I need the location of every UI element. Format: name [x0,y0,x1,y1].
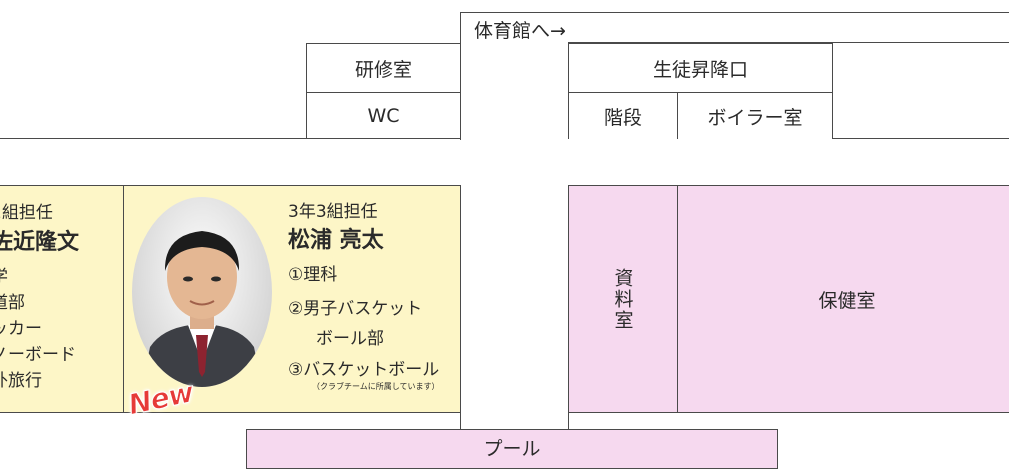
lower-corridor-right-stub [568,412,570,430]
pool-label: プール [483,438,541,460]
student-entrance-label: 生徒昇降口 [652,58,748,81]
teacher-right-note: （クラブチームに所属しています） [312,382,440,391]
teacher-left-role: 2組担任 [0,203,53,223]
teacher-right-name: 松浦 亮太 [288,228,384,253]
student-entrance: 生徒昇降口 [568,43,833,93]
health-room: 保健室 [677,185,1009,413]
entrance-bottom-wall [832,138,1009,140]
materials-room: 資料室 [568,185,678,413]
entrance-top-wall [568,42,1009,44]
top-wall-right [460,12,1009,14]
health-label: 保健室 [818,289,876,312]
training-room-label: 研修室 [354,58,412,81]
upper-left-wall [0,138,461,140]
stairs-label: 階段 [603,106,642,129]
wc-room: WC [306,92,461,139]
teacher-left-item: ッカー [0,319,42,339]
teacher-left-item: 外旅行 [0,371,42,391]
lower-corridor-left-stub [460,412,462,430]
boiler-room: ボイラー室 [677,92,833,139]
gym-direction-label: 体育館へ→ [474,20,566,42]
teacher-left-item: ノーボード [0,345,76,365]
wc-label: WC [367,104,400,127]
person-portrait-icon [142,231,262,387]
teacher-card-left: 2組担任 佐近隆文 学 道部 ッカー ノーボード 外旅行 [0,185,124,413]
teacher-left-item: 道部 [0,293,25,313]
training-room: 研修室 [306,43,461,93]
teacher-right-role: 3年3組担任 [288,202,378,222]
teacher-right-item: ボール部 [316,329,384,349]
pool: プール [246,429,778,469]
teacher-right-item: ①理科 [288,265,338,285]
stairs-room: 階段 [568,92,678,139]
teacher-left-item: 学 [0,262,8,287]
boiler-label: ボイラー室 [707,106,803,129]
teacher-right-item: ③バスケットボール [288,360,440,380]
materials-label: 資料室 [611,267,634,331]
teacher-photo [132,197,272,387]
teacher-left-name: 佐近隆文 [0,230,80,255]
teacher-right-item: ②男子バスケット [288,299,423,319]
